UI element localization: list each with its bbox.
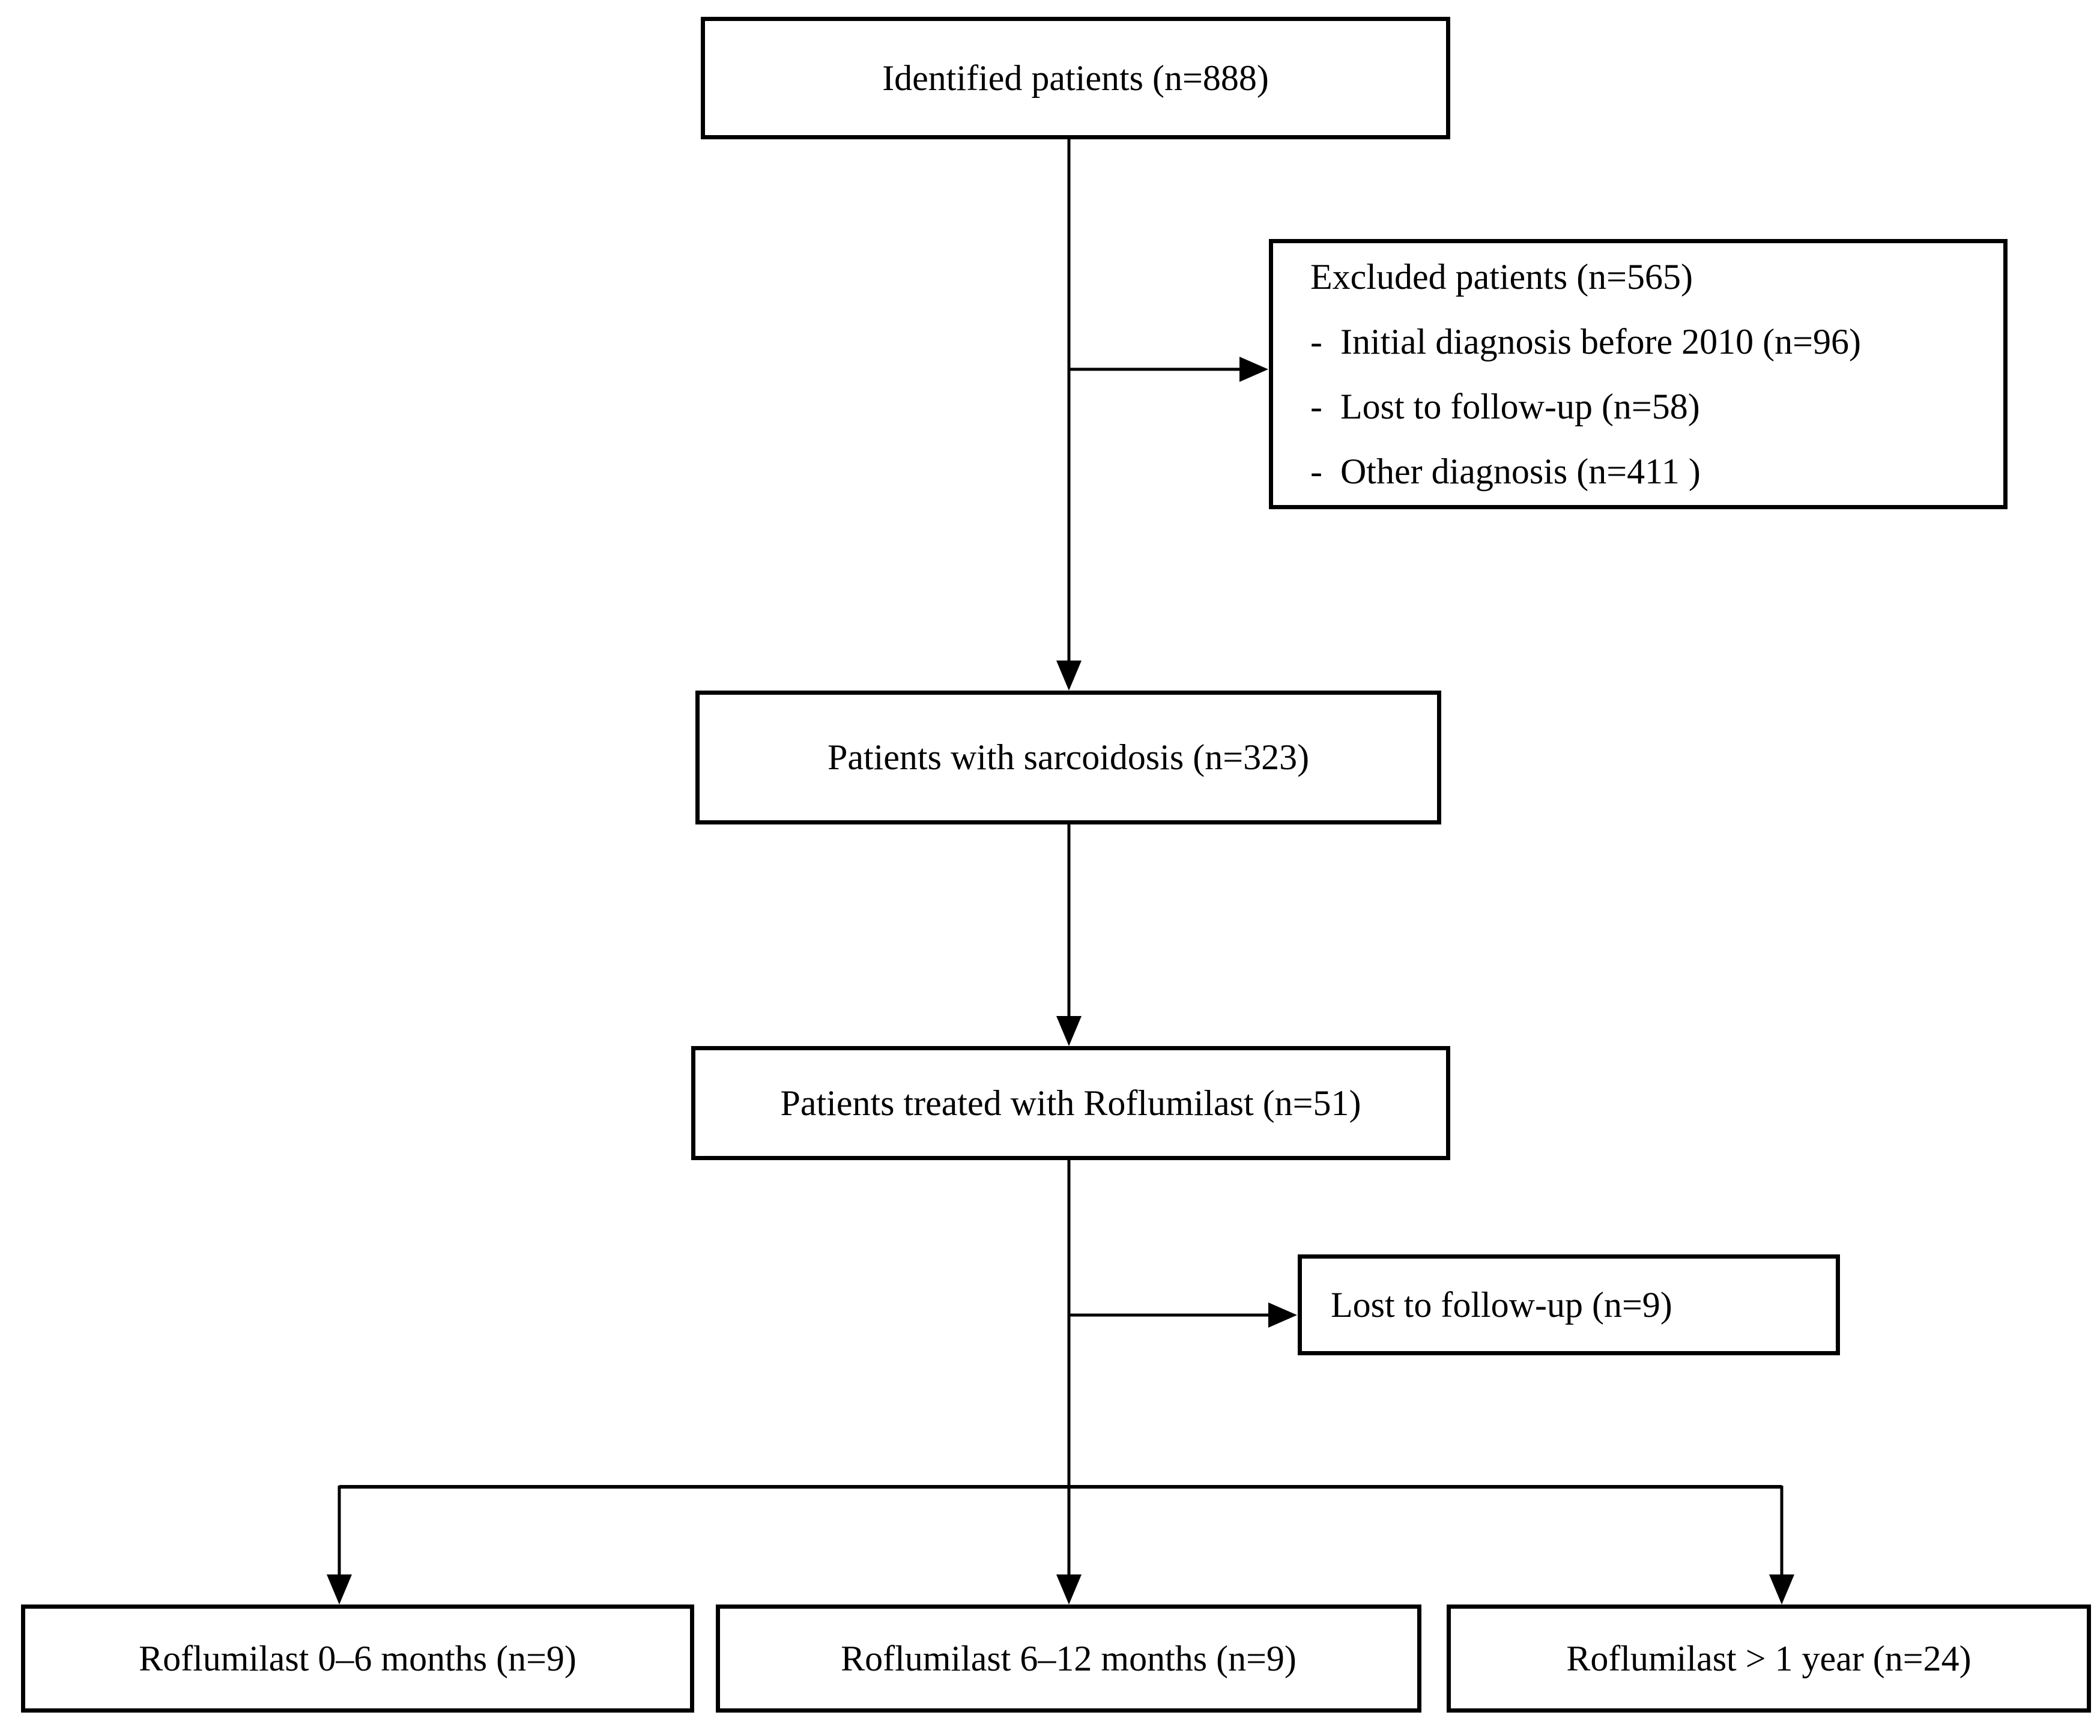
box-roflumilast-6-12-months: Roflumilast 6–12 months (n=9) [716, 1604, 1421, 1713]
excluded-item-other-diagnosis: - Other diagnosis (n=411 ) [1310, 452, 1701, 491]
arrowhead-down-icon [327, 1574, 352, 1604]
box-excluded-patients: Excluded patients (n=565) - Initial diag… [1269, 239, 2008, 509]
excluded-item-lost-to-followup: - Lost to follow-up (n=58) [1310, 387, 1700, 426]
arrowhead-right-icon [1239, 357, 1268, 382]
box-patients-treated-roflumilast: Patients treated with Roflumilast (n=51) [691, 1046, 1450, 1160]
box-roflumilast-0-6-months: Roflumilast 0–6 months (n=9) [21, 1604, 694, 1713]
box-identified-patients: Identified patients (n=888) [701, 17, 1450, 139]
roflumilast-0-6-months-label: Roflumilast 0–6 months (n=9) [139, 1638, 576, 1678]
arrowhead-down-icon [1056, 661, 1082, 691]
identified-patients-label: Identified patients (n=888) [882, 58, 1269, 98]
arrowhead-down-icon [1056, 1016, 1082, 1046]
excluded-patients-title: Excluded patients (n=565) [1310, 257, 1693, 297]
lost-to-followup-label: Lost to follow-up (n=9) [1331, 1284, 1672, 1325]
box-roflumilast-over-1-year: Roflumilast > 1 year (n=24) [1447, 1604, 2091, 1713]
excluded-item-initial-diagnosis: - Initial diagnosis before 2010 (n=96) [1310, 322, 1861, 361]
box-lost-to-followup: Lost to follow-up (n=9) [1298, 1254, 1840, 1355]
arrowhead-right-icon [1268, 1302, 1297, 1328]
arrowhead-down-icon [1769, 1574, 1794, 1604]
patients-treated-roflumilast-label: Patients treated with Roflumilast (n=51) [780, 1083, 1361, 1123]
box-patients-with-sarcoidosis: Patients with sarcoidosis (n=323) [695, 691, 1441, 824]
roflumilast-6-12-months-label: Roflumilast 6–12 months (n=9) [841, 1638, 1297, 1678]
roflumilast-over-1-year-label: Roflumilast > 1 year (n=24) [1566, 1638, 1971, 1678]
arrowhead-down-icon [1056, 1574, 1082, 1604]
patients-with-sarcoidosis-label: Patients with sarcoidosis (n=323) [827, 737, 1310, 777]
